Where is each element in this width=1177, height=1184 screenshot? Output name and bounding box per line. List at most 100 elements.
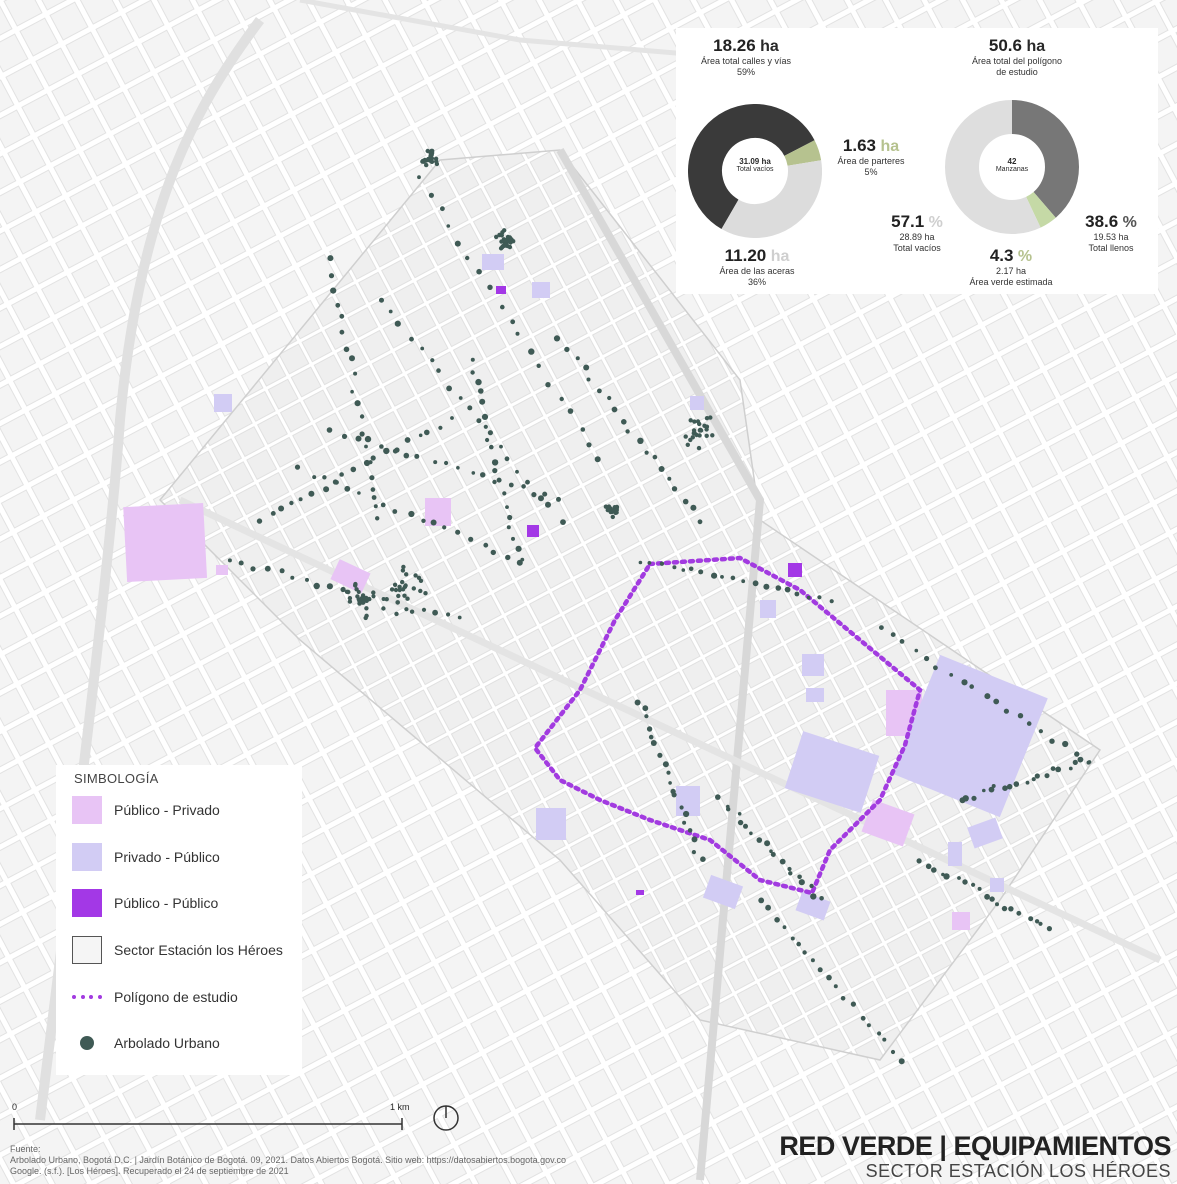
tree-point [411, 586, 416, 591]
source-line: Arbolado Urbano, Bogotá D.C. | Jardín Bo… [10, 1155, 567, 1165]
tree-point [430, 358, 435, 363]
legend-swatch [72, 889, 102, 917]
tree-point [404, 607, 409, 612]
tree-point [553, 335, 561, 342]
tree-point [559, 396, 564, 402]
tree-point [982, 788, 986, 793]
tree-point [364, 606, 369, 611]
lot-publico-privado [861, 799, 915, 847]
stat-llenos-value: 38.6 [1085, 212, 1119, 231]
tree-point [404, 437, 411, 443]
tree-point [381, 597, 386, 601]
tree-point [375, 516, 380, 521]
map-title: RED VERDE | EQUIPAMIENTOS [779, 1131, 1171, 1161]
tree-point [671, 792, 677, 798]
tree-point [988, 786, 995, 793]
source-note: Fuente: Arbolado Urbano, Bogotá D.C. | J… [10, 1144, 730, 1177]
stat-poligono: 50.6 ha Área total del polígono de estud… [952, 36, 1082, 78]
tree-point [545, 501, 551, 508]
tree-point [487, 430, 493, 436]
tree-point [692, 419, 697, 424]
tree-point [403, 583, 408, 588]
stat-verde-value: 4.3 [989, 246, 1014, 265]
tree-point [924, 655, 930, 662]
tree-point [802, 950, 807, 955]
tree-point [436, 368, 441, 373]
stat-calles-unit: ha [760, 38, 779, 55]
north-arrow-icon [433, 1105, 459, 1131]
stat-vacios-sub: 28.89 ha [899, 232, 935, 242]
tree-point [430, 519, 437, 526]
tree-point [442, 525, 447, 530]
tree-point [341, 433, 348, 439]
tree-point [370, 455, 376, 461]
tree-point [364, 595, 369, 601]
tree-point [989, 896, 995, 902]
tree-point [702, 423, 707, 428]
tree-point [349, 355, 355, 362]
tree-point [765, 904, 771, 911]
lot-privado-publico [532, 282, 550, 298]
tree-point [961, 679, 968, 686]
tree-point [810, 893, 817, 900]
tree-point [432, 609, 438, 616]
tree-point [511, 536, 515, 541]
tree-point [305, 577, 309, 582]
tree-point [492, 479, 497, 485]
tree-point [580, 427, 586, 432]
tree-point [515, 545, 522, 552]
tree-point [1034, 919, 1040, 924]
tree-point [379, 444, 384, 449]
tree-point [500, 243, 506, 249]
tree-point [339, 313, 345, 319]
tree-point [515, 331, 520, 336]
scale-end-label: 1 km [390, 1102, 410, 1112]
tree-point [400, 568, 406, 573]
tree-point [330, 287, 337, 294]
source-heading: Fuente: [10, 1144, 41, 1154]
legend-item-publico-publico: Público - Público [72, 888, 218, 918]
legend-label: Público - Público [114, 895, 219, 911]
tree-point [681, 568, 686, 572]
major-road [556, 148, 765, 1181]
tree-point [227, 558, 232, 563]
source-line: Google. (s.f.). [Los Héroes]. Recuperado… [10, 1166, 289, 1176]
tree-point [450, 416, 454, 420]
tree-point [644, 450, 649, 455]
tree-point [478, 388, 484, 394]
stat-poligono-value: 50.6 [988, 36, 1022, 55]
tree-point [605, 507, 610, 513]
tree-point [637, 437, 644, 444]
tree-point [779, 858, 786, 865]
stat-llenos: 38.6 % 19.53 ha Total llenos [1068, 212, 1154, 254]
lot-privado-publico [214, 394, 232, 412]
tree-point [648, 734, 654, 740]
stat-vacios-label: Total vacíos [893, 243, 941, 253]
tree-point [402, 593, 407, 598]
tree-point [470, 357, 475, 362]
tree-point [507, 514, 513, 521]
tree-point [642, 705, 649, 712]
tree-point [1068, 766, 1073, 771]
stat-verde-label: Área verde estimada [969, 277, 1053, 287]
tree-point [364, 444, 368, 449]
tree-point [392, 582, 398, 587]
tree-point [327, 255, 334, 262]
tree-point [877, 1031, 882, 1036]
lot-privado-publico [536, 808, 566, 840]
tree-point [350, 389, 354, 394]
tree-point [594, 456, 601, 463]
stat-vacios: 57.1 % 28.89 ha Total vacíos [872, 212, 962, 254]
tree-point [250, 566, 256, 572]
tree-point [531, 492, 537, 498]
tree-point [775, 585, 782, 591]
tree-point [340, 586, 346, 593]
donut-left-center: 31.09 ha Total vacíos [715, 157, 795, 173]
tree-point [355, 594, 360, 599]
legend-item-privado-publico: Privado - Público [72, 842, 220, 872]
tree-point [662, 761, 669, 768]
tree-point [690, 504, 697, 511]
lot-publico-privado [330, 559, 371, 594]
tree-point [413, 573, 418, 578]
tree-point [363, 615, 368, 621]
